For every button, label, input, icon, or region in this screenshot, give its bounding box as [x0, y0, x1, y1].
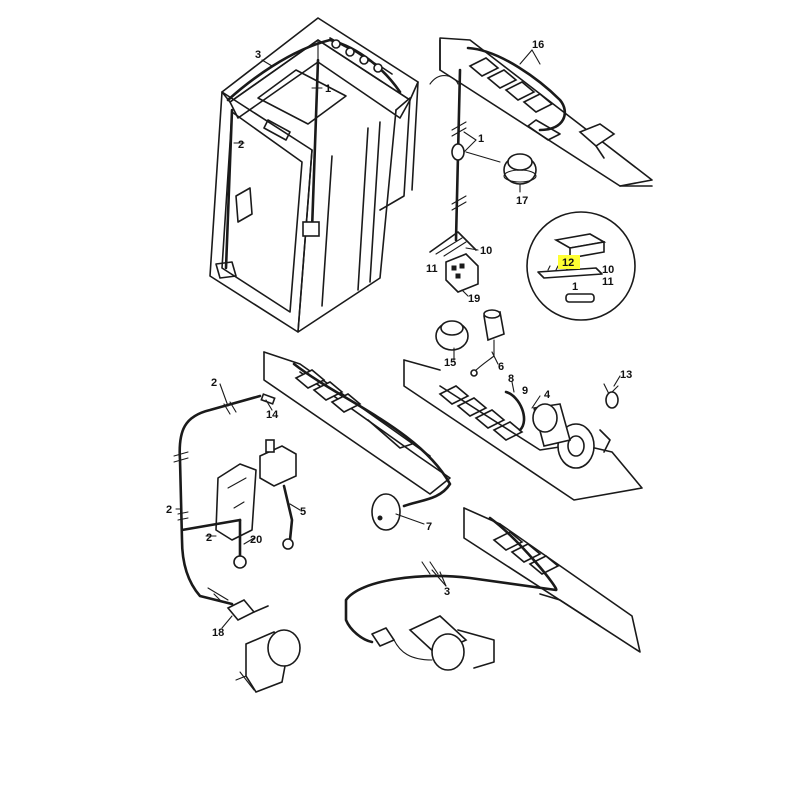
dashboard-middle: [263, 351, 452, 531]
harness-center: [429, 68, 537, 293]
part-label-9: 9: [522, 385, 528, 397]
part-label-11-harness: 11: [426, 263, 438, 275]
part-label-19: 19: [468, 293, 480, 305]
cab-assembly: [209, 17, 419, 333]
part-labels: 3 1 2 16 1 17 10 11 19 12 10 11 1 15 6 8…: [166, 39, 632, 639]
part-label-20: 20: [250, 534, 262, 546]
part-label-12: 12: [562, 257, 574, 269]
part-label-18: 18: [212, 627, 224, 639]
part-label-16: 16: [532, 39, 544, 51]
dashboard-top-right: [429, 37, 653, 187]
part-label-15: 15: [444, 357, 456, 369]
part-label-1-harness: 1: [478, 133, 484, 145]
part-label-6: 6: [498, 361, 504, 373]
part-label-1-inset: 1: [572, 281, 578, 293]
dashboard-bottom: [344, 507, 641, 671]
leader-lines: [175, 49, 621, 629]
terminal-inset: [526, 211, 636, 321]
part-label-4: 4: [544, 389, 551, 401]
part-label-17: 17: [516, 195, 528, 207]
part-label-3-bottom: 3: [444, 586, 450, 598]
part-label-13: 13: [620, 369, 632, 381]
part-label-7: 7: [426, 521, 432, 533]
part-label-2-left-top: 2: [211, 377, 217, 389]
part-label-2-left-mid: 2: [166, 504, 172, 516]
part-label-1-cab: 1: [325, 83, 331, 95]
part-label-3-top: 3: [255, 49, 261, 61]
dashboard-right: [403, 359, 643, 501]
highlight-marker: [558, 255, 580, 269]
part-label-5: 5: [300, 506, 306, 518]
part-label-2-cab: 2: [238, 139, 244, 151]
lamp-and-grommet: [435, 309, 505, 377]
part-label-14: 14: [266, 409, 279, 421]
part-label-2-left-low: 2: [206, 532, 212, 544]
harness-left: [173, 393, 301, 693]
part-label-11-inset: 11: [602, 276, 614, 288]
part-label-10-inset: 10: [602, 264, 614, 276]
part-label-8: 8: [508, 373, 514, 385]
part-label-10-harness: 10: [480, 245, 492, 257]
